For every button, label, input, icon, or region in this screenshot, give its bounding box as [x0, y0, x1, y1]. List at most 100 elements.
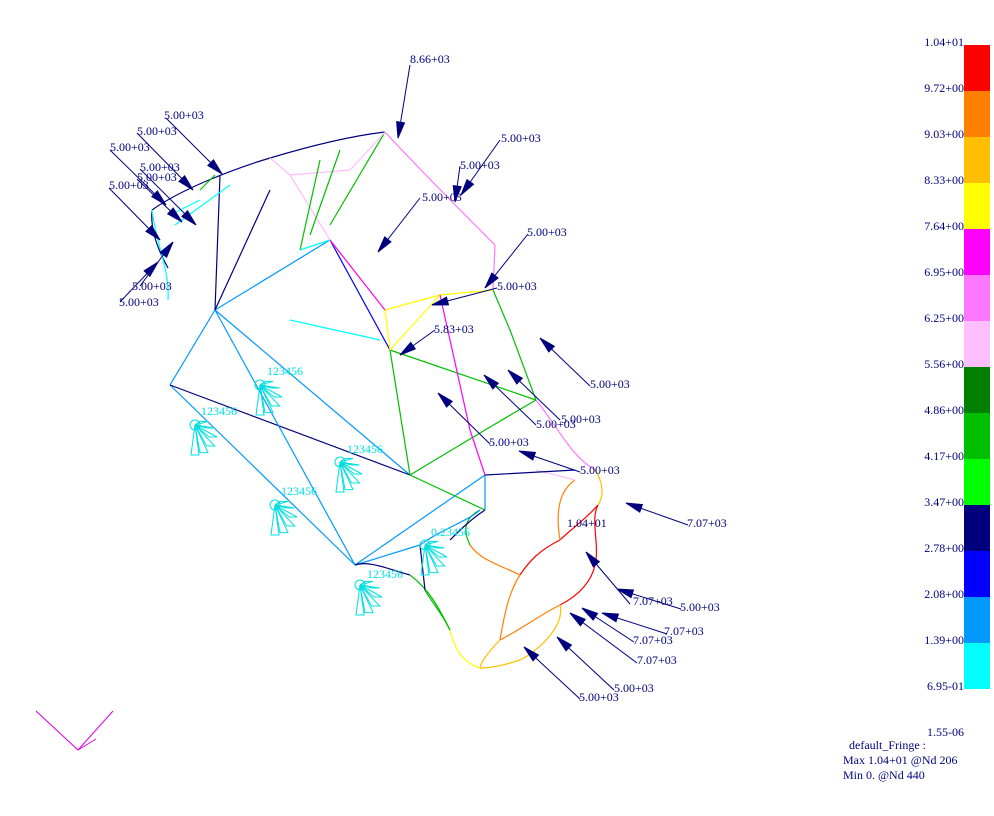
constraint-label: 123456 [281, 484, 317, 498]
force-arrow-head [377, 236, 392, 253]
legend-swatch [964, 643, 990, 689]
load-label: 5.00+03 [460, 158, 500, 172]
load-label: 5.00+03 [110, 140, 150, 154]
legend-value: 1.39+00 [924, 633, 964, 647]
load-label: 5.00+03 [561, 412, 601, 426]
load-label: 7.07+03 [664, 624, 704, 638]
legend-swatch [964, 183, 990, 229]
fringe-max: Max 1.04+01 @Nd 206 [843, 753, 958, 767]
load-label: 5.00+03 [579, 690, 619, 704]
legend-swatch [964, 275, 990, 321]
force-arrow-head [452, 185, 462, 203]
fringe-title: default_Fringe : [849, 738, 926, 752]
force-arrow-head [507, 369, 524, 385]
force-arrow-head [145, 224, 161, 241]
legend-swatch [964, 91, 990, 137]
legend-swatch [964, 45, 990, 91]
force-arrow-head [150, 190, 167, 206]
legend-value: 2.08+00 [924, 587, 964, 601]
load-label: 5.00+03 [680, 600, 720, 614]
legend-swatch [964, 505, 990, 551]
legend-value: 7.64+00 [924, 219, 964, 233]
legend-value: 2.78+00 [924, 541, 964, 555]
force-arrow-head [539, 337, 556, 353]
legend-value: 4.86+00 [924, 403, 964, 417]
constraint-icon [269, 499, 298, 536]
force-arrow-head [569, 612, 586, 627]
load-label: 5.00+03 [140, 160, 180, 174]
legend-swatch [964, 137, 990, 183]
constraint-icon [334, 456, 363, 493]
load-label: 5.00+03 [137, 124, 177, 138]
force-arrow-head [484, 272, 499, 289]
legend-value: 8.33+00 [924, 173, 964, 187]
legend-value: 5.56+00 [924, 357, 964, 371]
legend-value: 9.72+00 [924, 81, 964, 95]
constraint-label: 123456 [367, 567, 403, 581]
force-arrow-head [518, 450, 537, 461]
legend-value: 1.55-06 [927, 725, 964, 739]
legend-value: 3.47+00 [924, 495, 964, 509]
constraint-symbol-layer [189, 379, 448, 616]
load-label: 5.00+03 [536, 417, 576, 431]
force-arrow-head [616, 588, 635, 599]
load-label: 5.00+03 [501, 131, 541, 145]
constraint-icon [254, 379, 283, 416]
legend-value: 6.95+00 [924, 265, 964, 279]
load-label: 5.00+03 [489, 435, 529, 449]
force-arrow-head [556, 636, 573, 652]
load-label: 5.00+03 [137, 170, 177, 184]
load-label: 5.00+03 [109, 178, 149, 192]
load-label: 5.00+03 [580, 463, 620, 477]
force-arrow-head [178, 174, 194, 191]
force-arrow-head [483, 374, 500, 390]
force-arrow-head [625, 502, 644, 513]
legend-value: 4.17+00 [924, 449, 964, 463]
load-label: 5.00+03 [119, 295, 159, 309]
load-label: 7.07+03 [637, 653, 677, 667]
legend-value: 1.04+01 [924, 35, 964, 49]
force-arrow-layer [108, 64, 689, 700]
load-label: 5.00+03 [422, 190, 462, 204]
load-label: 5.00+03 [164, 108, 204, 122]
force-arrow-head [399, 341, 417, 356]
legend-swatch [964, 597, 990, 643]
legend-value: 9.03+00 [924, 127, 964, 141]
load-label-layer: 8.66+035.00+035.00+035.00+035.00+035.00+… [109, 52, 727, 704]
max-value-label: 1.04+01 [567, 516, 607, 530]
load-label: 5.83+03 [434, 322, 474, 336]
force-arrow-head [460, 178, 475, 196]
force-arrow-head [207, 159, 223, 175]
legend-value: 6.25+00 [924, 311, 964, 325]
load-label: 7.07+03 [633, 633, 673, 647]
constraint-icon [419, 539, 448, 576]
constraint-label: 0.23456 [431, 525, 470, 539]
legend-swatch [964, 551, 990, 597]
force-arrow-head [523, 646, 540, 662]
force-arrow-head [181, 210, 197, 226]
legend-swatch [964, 321, 990, 367]
constraint-icon [189, 419, 218, 456]
legend-swatch [964, 459, 990, 505]
constraint-label: 123456 [347, 442, 383, 456]
beam-mesh [151, 131, 603, 669]
legend-swatch [964, 413, 990, 459]
force-arrow-head [431, 296, 450, 306]
load-label: 5.00+03 [527, 225, 567, 239]
force-arrow-head [581, 607, 599, 621]
legend-swatch [964, 229, 990, 275]
constraint-label: 123456 [267, 364, 303, 378]
load-label: 8.66+03 [410, 52, 450, 66]
constraint-label: 123456 [201, 404, 237, 418]
force-arrow-head [601, 612, 620, 623]
load-label: 5.00+03 [614, 681, 654, 695]
fringe-min: Min 0. @Nd 440 [843, 768, 925, 782]
load-label: 7.07+03 [633, 594, 673, 608]
axis-triad-icon [35, 710, 114, 751]
constraint-icon [354, 579, 383, 616]
force-arrow-head [437, 392, 454, 408]
force-arrow-head [166, 207, 183, 223]
load-label: 5.00+03 [132, 279, 172, 293]
force-arrow-head [159, 241, 174, 258]
